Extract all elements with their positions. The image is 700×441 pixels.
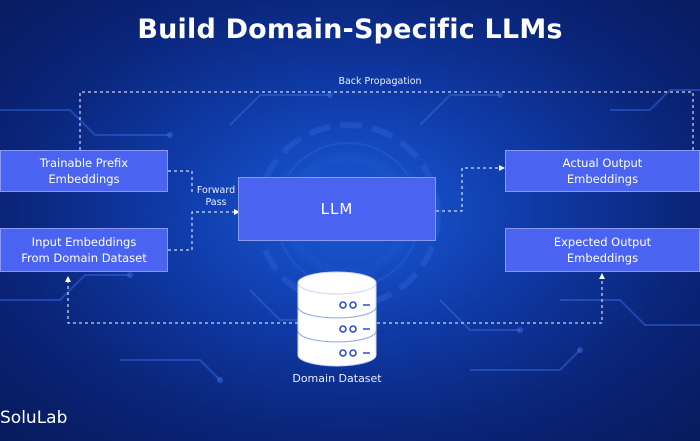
- expected-output-embeddings-box: Expected Output Embeddings: [505, 228, 700, 272]
- actual-output-embeddings-label: Actual Output Embeddings: [562, 156, 643, 186]
- input-embeddings-box: Input Embeddings From Domain Dataset: [0, 228, 168, 272]
- trainable-prefix-embeddings-label: Trainable Prefix Embeddings: [39, 156, 129, 186]
- page-title: Build Domain-Specific LLMs: [137, 14, 563, 45]
- llm-label: LLM: [320, 200, 354, 218]
- expected-output-embeddings-label: Expected Output Embeddings: [553, 235, 652, 265]
- brand-logo: SoluLab: [0, 408, 68, 428]
- actual-output-embeddings-box: Actual Output Embeddings: [505, 150, 700, 192]
- trainable-prefix-embeddings-box: Trainable Prefix Embeddings: [0, 150, 168, 192]
- domain-dataset-label: Domain Dataset: [292, 372, 382, 385]
- llm-box: LLM: [238, 177, 436, 241]
- database-icon: [297, 271, 377, 367]
- input-embeddings-label: Input Embeddings From Domain Dataset: [21, 235, 147, 265]
- forward-pass-label: Forward Pass: [196, 185, 236, 208]
- back-propagation-label: Back Propagation: [338, 76, 422, 87]
